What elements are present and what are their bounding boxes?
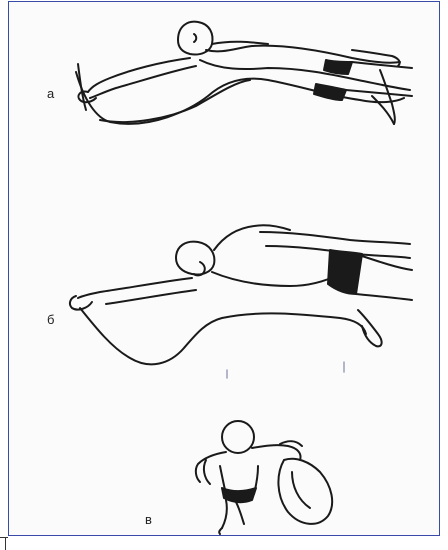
swimmer-figure-a	[76, 22, 412, 124]
swimmer-figure-b	[70, 225, 412, 364]
figure-label-c: в	[145, 513, 152, 526]
swimmer-figure-c	[196, 421, 332, 534]
figure-label-a: а	[47, 87, 54, 100]
corner-crop-mark	[0, 537, 8, 550]
figure-label-b: б	[47, 313, 54, 326]
